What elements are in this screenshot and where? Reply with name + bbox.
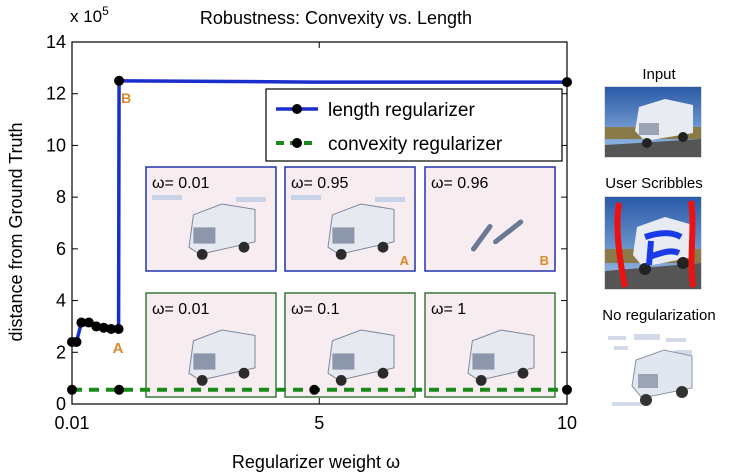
truck-grille bbox=[193, 227, 216, 244]
point-convexity bbox=[562, 384, 572, 395]
truck-wheel bbox=[377, 241, 389, 253]
segment-stroke bbox=[471, 224, 493, 252]
inset-bottom-2: ω= 0.1 bbox=[284, 292, 416, 398]
ticks-layer: 0.01 5 10 0 2 4 6 8 10 12 14 bbox=[46, 32, 577, 433]
truck-wheel bbox=[335, 249, 347, 260]
point-length bbox=[114, 75, 125, 86]
x-tick-label: 10 bbox=[557, 413, 577, 433]
inset-bottom-3: ω= 1 bbox=[424, 292, 556, 398]
scribbles-image bbox=[604, 196, 702, 290]
inset-top-3: ω= 0.96B bbox=[424, 166, 556, 272]
truck-wheel bbox=[475, 375, 487, 386]
scribbles-title: User Scribbles bbox=[605, 175, 703, 192]
truck-wheel bbox=[196, 375, 208, 386]
truck-wheel bbox=[377, 367, 389, 379]
legend-box bbox=[265, 88, 563, 162]
x-tick-label: 5 bbox=[314, 413, 324, 433]
point-length bbox=[91, 321, 102, 332]
inset-omega-label: ω= 0.01 bbox=[152, 175, 210, 192]
truck-wheel bbox=[196, 249, 208, 260]
y-tick-label: 12 bbox=[46, 84, 66, 104]
inset-omega-label: ω= 1 bbox=[431, 301, 466, 318]
annotation-a: A bbox=[113, 340, 124, 357]
point-convexity bbox=[114, 384, 125, 395]
inset-top-2: ω= 0.95A bbox=[284, 166, 416, 272]
truck-wheel bbox=[517, 367, 529, 379]
truck-grille bbox=[193, 353, 216, 370]
series-layer: AB bbox=[67, 75, 572, 395]
y-exponent-base: x 10 bbox=[70, 7, 102, 26]
y-tick-label: 0 bbox=[56, 394, 66, 414]
inset-corner-label: A bbox=[400, 253, 410, 268]
background-speck bbox=[291, 195, 321, 200]
truck-grille bbox=[332, 353, 355, 370]
point-convexity bbox=[67, 384, 77, 395]
y-tick-label: 6 bbox=[56, 239, 66, 259]
legend-label-length: length regularizer bbox=[328, 100, 475, 121]
x-tick-label: 0.01 bbox=[54, 413, 89, 433]
truck-grille bbox=[472, 353, 495, 370]
annotation-b: B bbox=[121, 90, 131, 106]
background-speck bbox=[236, 197, 266, 202]
point-length bbox=[562, 77, 572, 88]
y-tick-label: 2 bbox=[56, 342, 66, 362]
inset-omega-label: ω= 0.96 bbox=[431, 175, 489, 192]
point-length bbox=[76, 317, 87, 328]
inset-omega-label: ω= 0.1 bbox=[291, 301, 340, 318]
noreg-image bbox=[604, 330, 700, 415]
point-length bbox=[83, 317, 94, 328]
inset-corner-label: B bbox=[540, 253, 549, 268]
truck-wheel bbox=[335, 375, 347, 386]
chart-title: Robustness: Convexity vs. Length bbox=[200, 8, 472, 28]
background-speck bbox=[152, 195, 182, 200]
input-title: Input bbox=[642, 66, 676, 83]
inset-bottom-1: ω= 0.01 bbox=[145, 292, 277, 398]
y-exponent-power: 5 bbox=[102, 4, 109, 18]
y-tick-label: 8 bbox=[56, 187, 66, 207]
inset-omega-label: ω= 0.01 bbox=[152, 301, 210, 318]
noreg-title: No regularization bbox=[602, 307, 716, 324]
input-image bbox=[604, 86, 702, 158]
segment-stroke bbox=[493, 219, 524, 245]
y-tick-label: 10 bbox=[46, 135, 66, 155]
legend: length regularizer convexity regularizer bbox=[265, 88, 563, 162]
point-length bbox=[71, 336, 82, 347]
point-length bbox=[98, 322, 109, 333]
point-length bbox=[106, 324, 117, 335]
x-axis-label: Regularizer weight ω bbox=[232, 452, 400, 472]
truck-wheel bbox=[238, 367, 250, 379]
truck-wheel bbox=[238, 241, 250, 253]
point-length bbox=[113, 324, 124, 335]
y-tick-label: 14 bbox=[46, 32, 66, 52]
background-speck bbox=[375, 197, 405, 202]
inset-omega-label: ω= 0.95 bbox=[291, 175, 349, 192]
y-tick-label: 4 bbox=[56, 291, 66, 311]
legend-marker-length bbox=[292, 104, 302, 114]
truck-grille bbox=[332, 227, 355, 244]
point-convexity bbox=[309, 384, 320, 395]
y-axis-label: distance from Ground Truth bbox=[6, 122, 26, 341]
legend-marker-convexity bbox=[292, 138, 302, 148]
y-exponent: x 105 bbox=[70, 4, 109, 26]
inset-top-1: ω= 0.01 bbox=[145, 166, 277, 272]
legend-label-convexity: convexity regularizer bbox=[328, 134, 503, 155]
inset-frame bbox=[424, 166, 556, 272]
